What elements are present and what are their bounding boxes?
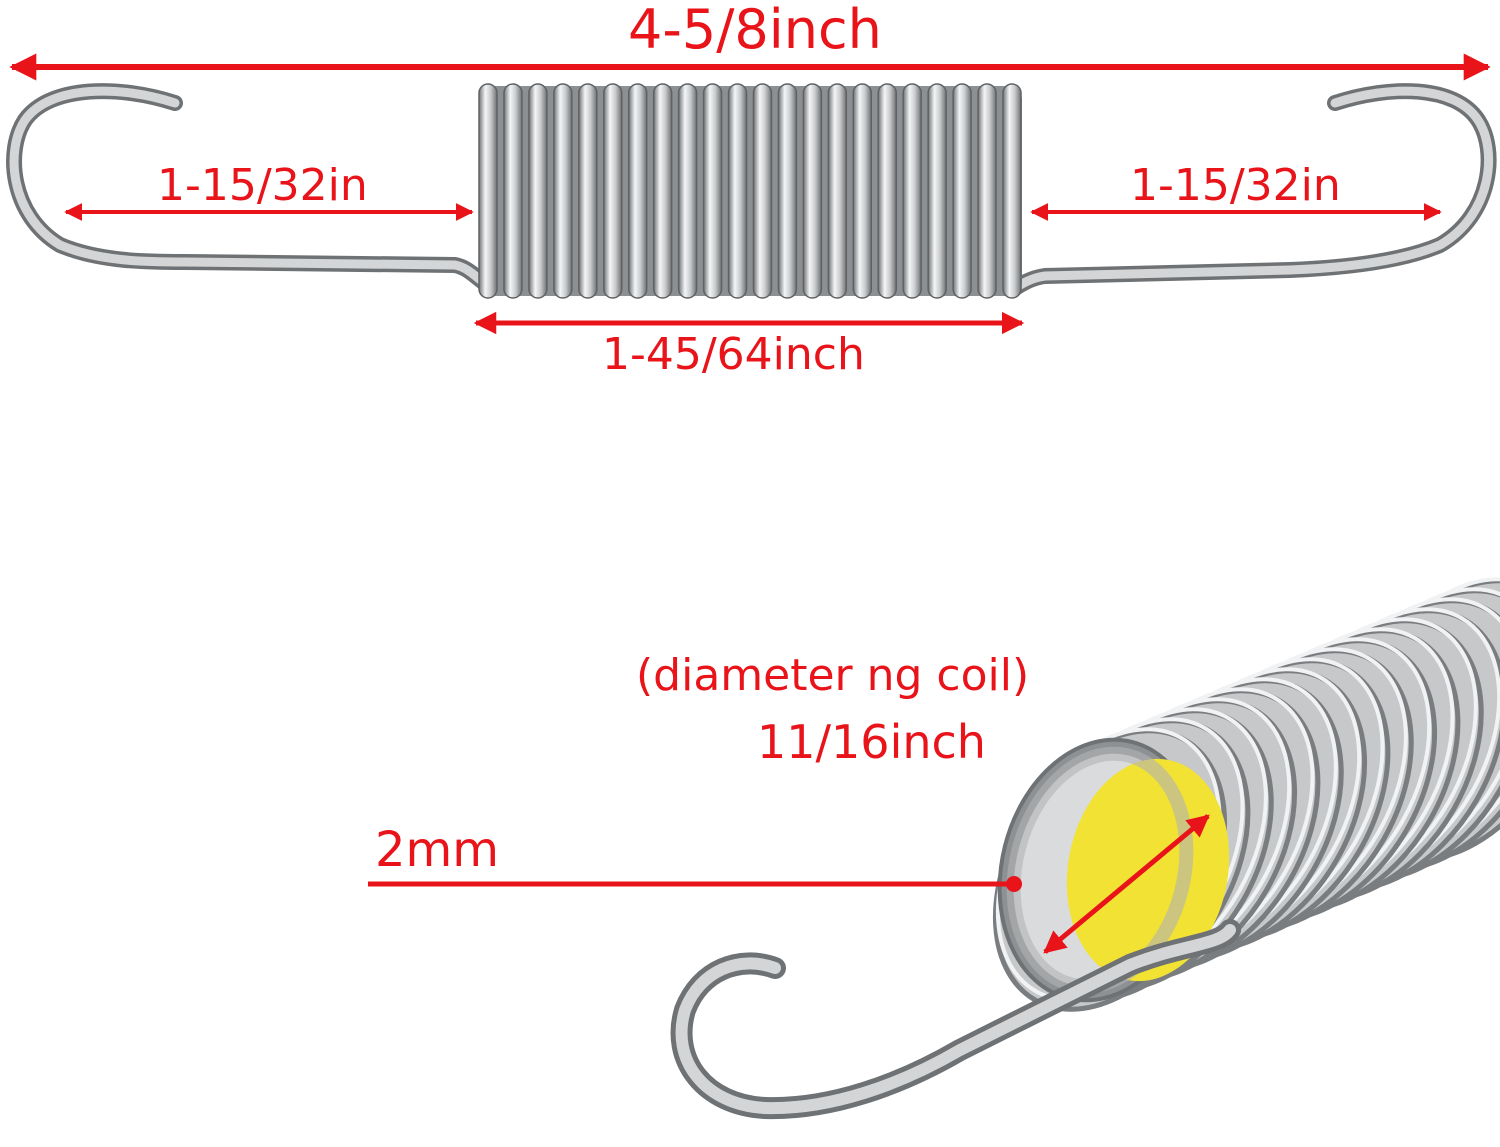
coil-diameter-note: (diameter ng coil) [636,650,1030,701]
overall-length-label: 4-5/8inch [628,0,882,61]
top-spring [6,83,1497,299]
wire-diameter-label: 2mm [375,822,500,878]
right-hook-length-label: 1-15/32in [1130,160,1341,211]
bottom-spring [670,577,1500,1120]
wire-diameter-dot [1006,876,1022,892]
coil-diameter-label: 11/16inch [757,715,986,769]
top-coil-body [478,83,1022,299]
coil-length-label: 1-45/64inch [602,329,865,380]
left-hook-length-label: 1-15/32in [157,160,368,211]
coil-diameter-arrow [1043,814,1210,954]
